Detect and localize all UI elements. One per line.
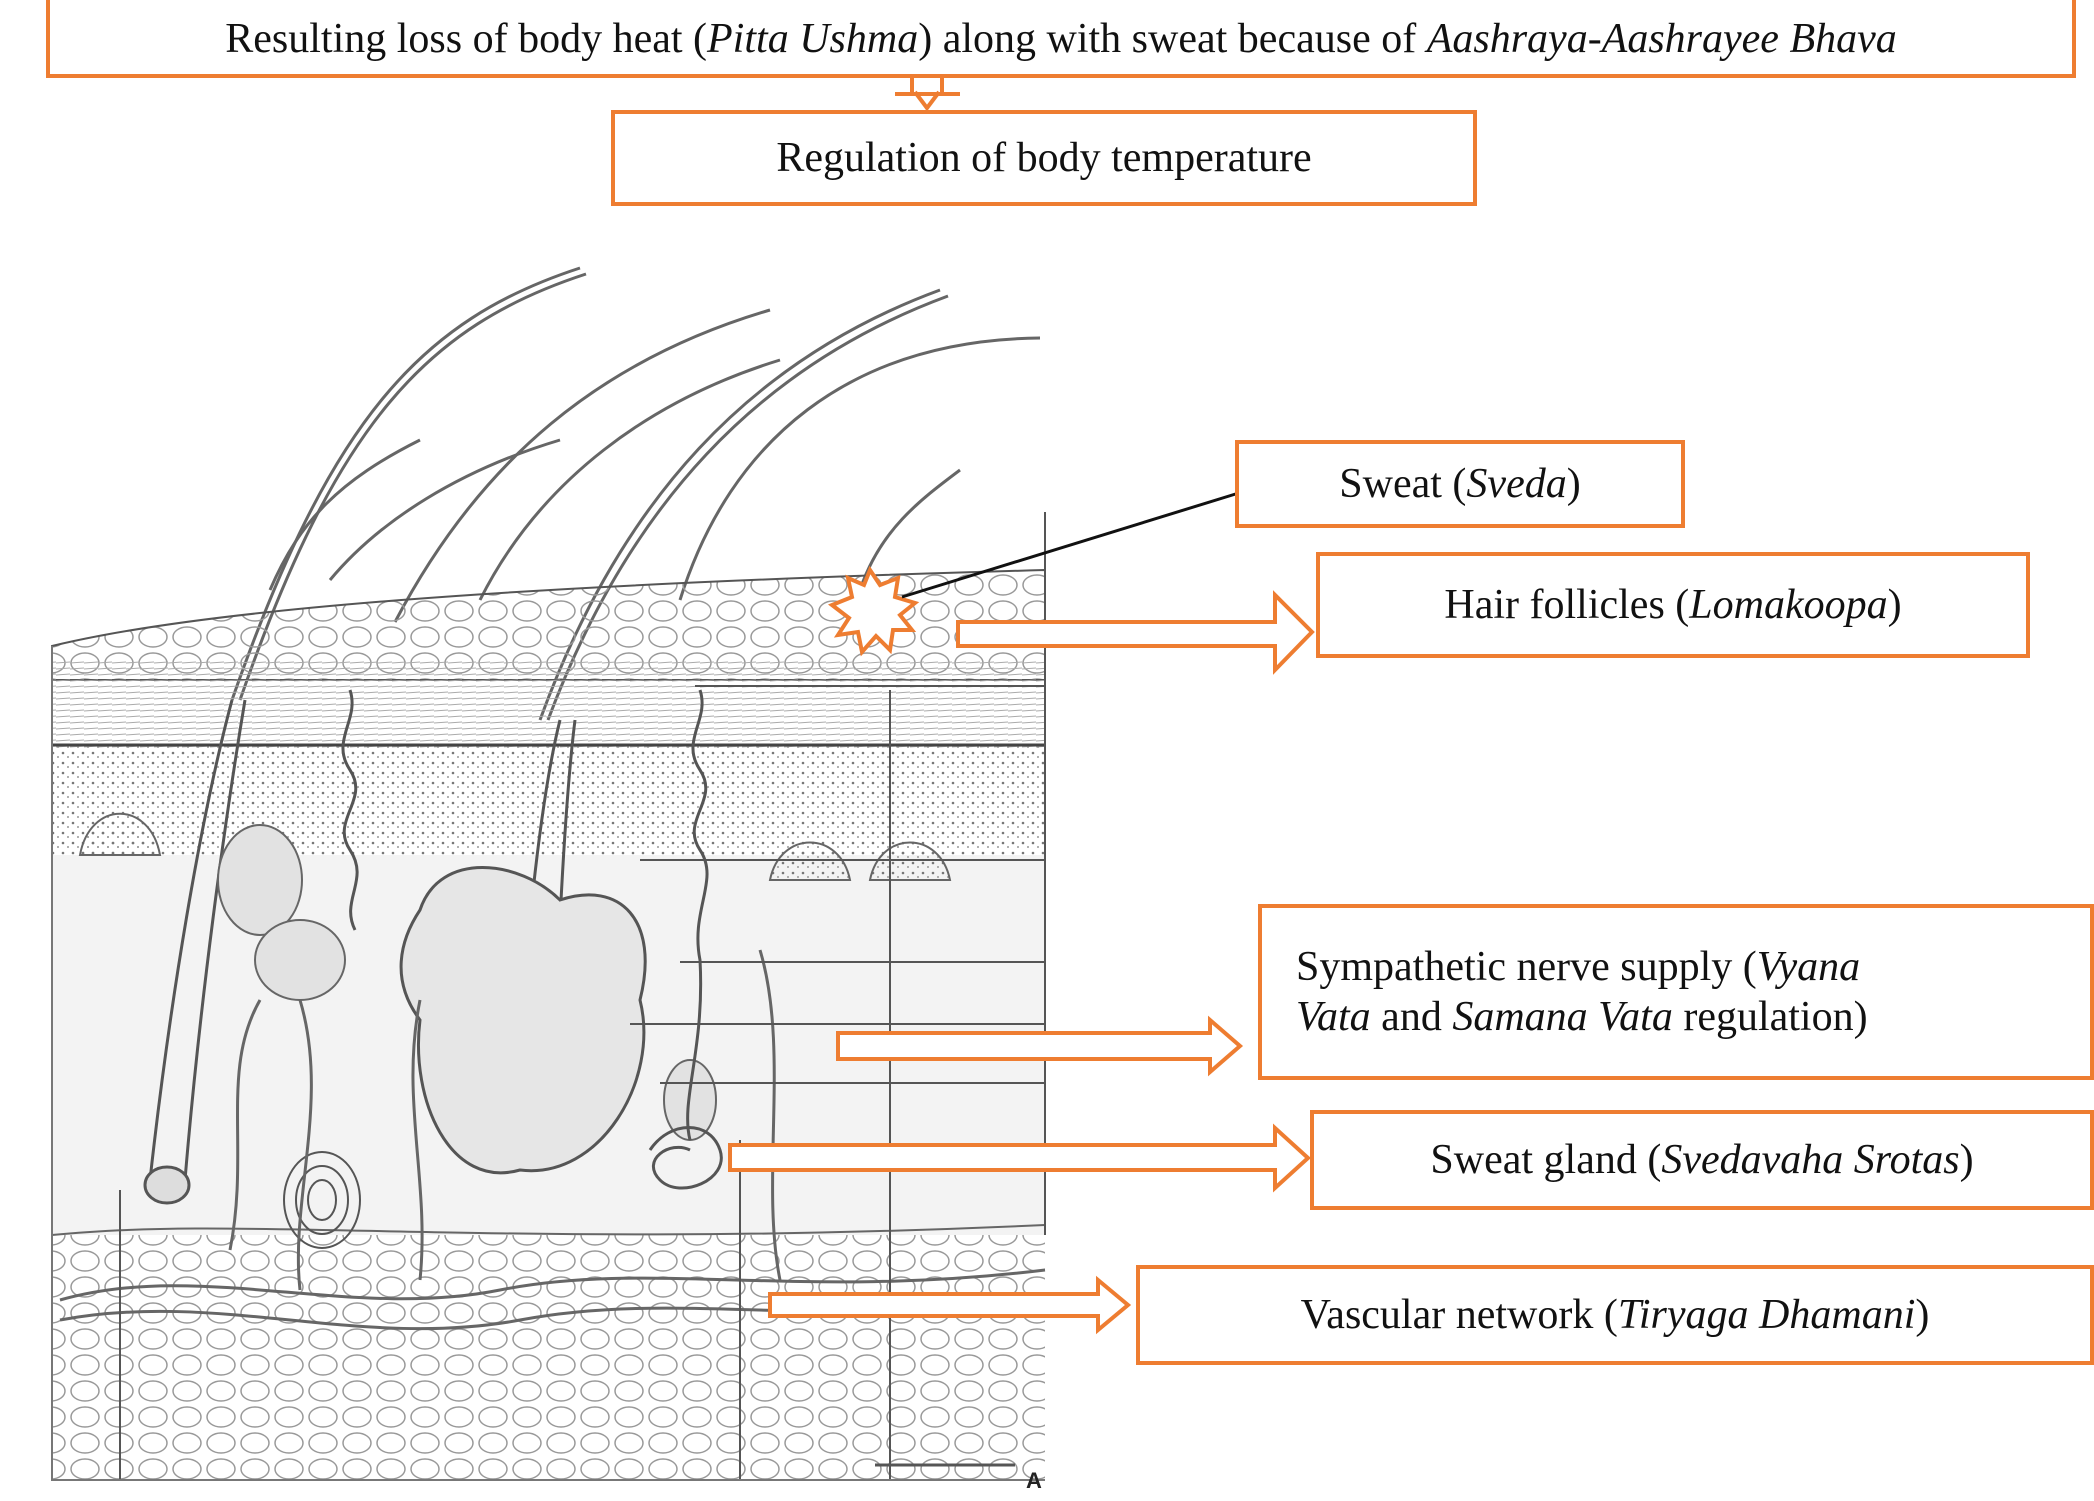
vascular-label-text: Vascular network (Tiryaga Dhamani) [1300,1291,1930,1338]
vascular-arrow [768,1275,1132,1335]
top-box: Resulting loss of body heat (Pitta Ushma… [46,0,2076,78]
sweat-label-box: Sweat (Sveda) [1235,440,1685,528]
connector-arrow [895,78,960,112]
sweat-gland-label-box: Sweat gland (Svedavaha Srotas) [1310,1110,2094,1210]
sympathetic-label-text: Sympathetic nerve supply (Vyana Vata and… [1296,943,1868,1040]
sweat-arrow [901,485,1257,599]
panel-letter: A [1026,1468,1042,1493]
hair-follicles-label-text: Hair follicles (Lomakoopa) [1444,581,1902,628]
sympathetic-label-box: Sympathetic nerve supply (Vyana Vata and… [1258,904,2094,1080]
vascular-label-box: Vascular network (Tiryaga Dhamani) [1136,1265,2094,1365]
sweat-gland-arrow [728,1123,1311,1193]
hair-follicles-arrow [956,590,1315,675]
sweat-gland-label-text: Sweat gland (Svedavaha Srotas) [1430,1136,1974,1183]
regulation-box: Regulation of body temperature [611,110,1477,206]
sweat-pore-burst [827,565,920,657]
sympathetic-arrow [836,1015,1244,1077]
regulation-text: Regulation of body temperature [776,134,1312,181]
hair-follicles-label-box: Hair follicles (Lomakoopa) [1316,552,2030,658]
top-box-text: Resulting loss of body heat (Pitta Ushma… [225,15,1897,62]
sweat-label-text: Sweat (Sveda) [1339,460,1581,507]
